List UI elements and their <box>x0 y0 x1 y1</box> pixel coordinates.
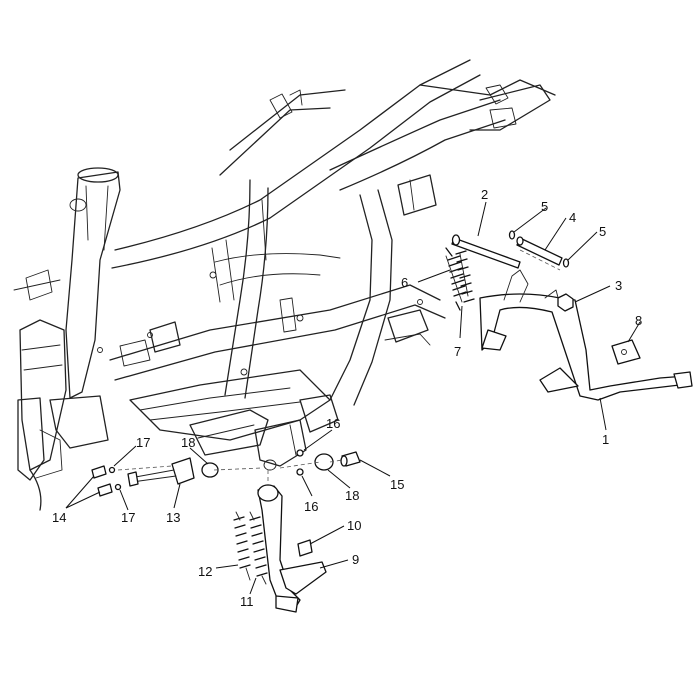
leader-12 <box>215 564 239 569</box>
leader-lines <box>65 201 641 595</box>
leader-10 <box>309 525 345 545</box>
center-stand <box>479 293 689 401</box>
o-ring-b <box>314 453 334 471</box>
callout-numbers: 1 2 3 4 5 5 6 7 8 9 10 11 12 13 14 15 16… <box>52 187 642 609</box>
scooter-frame <box>13 59 556 511</box>
callout-16b: 16 <box>304 499 318 514</box>
callout-18a: 18 <box>181 435 195 450</box>
callout-12: 12 <box>198 564 212 579</box>
spring-11 <box>249 516 268 577</box>
stand-bolt <box>297 539 313 557</box>
nut-16a <box>296 449 304 457</box>
side-stand <box>257 485 301 611</box>
callout-11: 11 <box>240 594 254 609</box>
leader-1 <box>599 397 607 431</box>
leader-17a <box>113 445 137 467</box>
callout-8: 8 <box>635 313 642 328</box>
callout-15: 15 <box>390 477 404 492</box>
callout-5a: 5 <box>541 199 548 214</box>
callout-3: 3 <box>615 278 622 293</box>
washer-b <box>114 483 122 491</box>
side-stand-assembly <box>91 449 361 613</box>
leader-14a <box>65 475 95 509</box>
circlip-b <box>562 258 570 268</box>
circlip-a <box>508 230 516 240</box>
callout-1: 1 <box>602 432 609 447</box>
callout-7: 7 <box>454 344 461 359</box>
leader-16b <box>301 475 313 497</box>
leader-2 <box>477 201 487 237</box>
callout-17a: 17 <box>136 435 150 450</box>
spring-12 <box>233 516 251 569</box>
leader-3 <box>574 285 611 303</box>
spring-6 <box>445 247 467 311</box>
callout-5b: 5 <box>599 224 606 239</box>
leader-18b <box>327 469 351 489</box>
callout-6: 6 <box>401 275 408 290</box>
leader-4 <box>544 217 567 251</box>
callout-9: 9 <box>352 552 359 567</box>
callout-16a: 16 <box>326 416 340 431</box>
leader-8 <box>627 321 641 343</box>
spring-7 <box>455 250 475 303</box>
side-stand-switch <box>171 457 195 485</box>
leader-7 <box>459 305 463 339</box>
leader-13 <box>173 483 181 509</box>
rubber-stop <box>611 339 641 365</box>
callout-2: 2 <box>481 187 488 202</box>
leader-16a <box>303 429 333 451</box>
callout-13: 13 <box>166 510 180 525</box>
washer-a <box>108 466 116 474</box>
nut-16b <box>296 468 304 476</box>
callout-17b: 17 <box>121 510 135 525</box>
center-stand-assembly <box>445 230 693 401</box>
leader-5a <box>513 207 547 233</box>
leader-9 <box>319 559 349 569</box>
nut <box>557 293 574 312</box>
leader-18a <box>189 447 209 465</box>
leader-11 <box>249 577 257 595</box>
leader-15 <box>359 459 391 477</box>
callout-18b: 18 <box>345 488 359 503</box>
leader-17b <box>119 489 129 511</box>
leader-6 <box>417 269 451 283</box>
leader-5b <box>567 231 598 261</box>
callout-4: 4 <box>569 210 576 225</box>
callout-14: 14 <box>52 510 66 525</box>
leader-14b <box>65 491 101 509</box>
screw-a <box>91 465 107 479</box>
callout-10: 10 <box>347 518 361 533</box>
screw-b <box>97 483 113 497</box>
pivot-shaft <box>516 237 563 266</box>
